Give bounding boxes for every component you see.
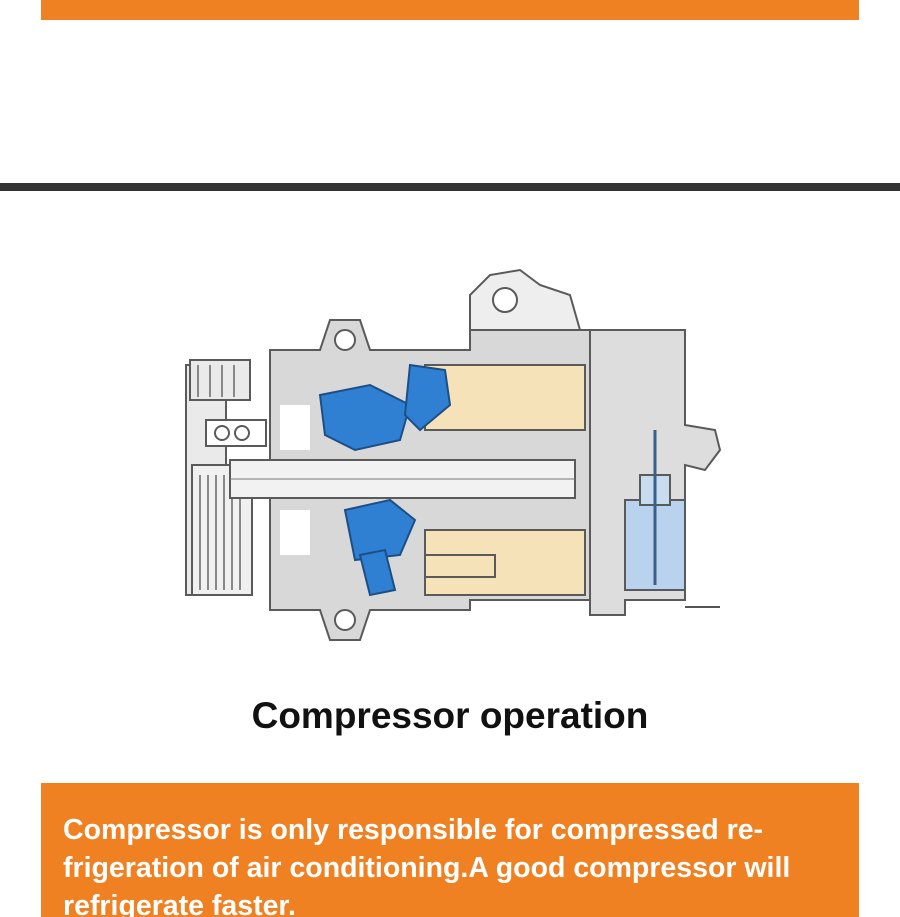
- section-divider: [0, 183, 900, 191]
- page-title: Compressor operation: [251, 695, 649, 736]
- info-text: Compressor is only responsible for compr…: [63, 814, 791, 917]
- compressor-diagram: [170, 255, 730, 655]
- info-box: Compressor is only responsible for compr…: [41, 783, 859, 917]
- top-orange-bar: [41, 0, 859, 20]
